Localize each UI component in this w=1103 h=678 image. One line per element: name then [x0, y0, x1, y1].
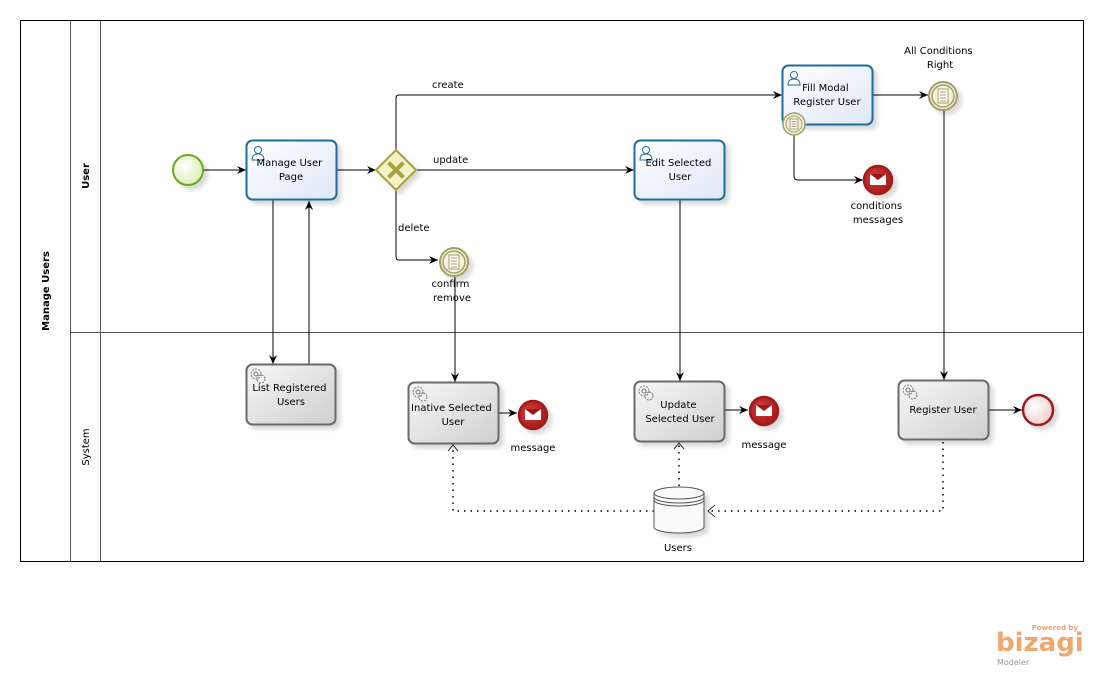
association-arrowheads	[447, 442, 716, 518]
gear-icon	[250, 368, 266, 384]
message-end-event-inative[interactable]	[517, 399, 549, 431]
bizagi-logo: bizagi	[996, 628, 1084, 658]
user-icon	[639, 146, 653, 161]
flow-create[interactable]	[395, 91, 782, 150]
task-update-selected-user[interactable]	[633, 380, 726, 443]
sequence-flows	[204, 91, 1022, 417]
event-label-message: message	[742, 440, 787, 451]
flow-boundary-to-messages[interactable]	[793, 135, 863, 184]
data-associations	[452, 442, 944, 512]
flow-label-update: update	[433, 155, 468, 166]
watermark-product: Modeler	[997, 658, 1030, 667]
task-fill-modal-register-user[interactable]	[781, 64, 874, 126]
gear-icon	[638, 385, 654, 401]
flow-delete[interactable]	[395, 190, 438, 264]
task-inative-selected-user[interactable]	[407, 381, 500, 445]
task-label: Inative Selected User	[411, 403, 495, 428]
bizagi-watermark: Powered by bizagi Modeler	[990, 624, 1090, 672]
intermediate-conditional-event-all-conditions-right[interactable]	[928, 81, 958, 111]
flow-label-create: create	[432, 80, 464, 91]
pool-label: Manage Users	[41, 251, 52, 331]
task-label: Update Selected User	[645, 400, 715, 425]
start-event[interactable]	[172, 154, 204, 186]
envelope-icon	[525, 409, 541, 420]
task-label: Fill Modal Register User	[793, 83, 861, 108]
lane-label-user: User	[81, 163, 92, 189]
message-end-event-update[interactable]	[748, 395, 780, 427]
user-icon	[251, 146, 265, 161]
lane-label-system: System	[81, 428, 92, 465]
event-label-all-conditions-right: All Conditions Right	[904, 46, 976, 71]
flow-label-delete: delete	[398, 223, 430, 234]
task-edit-selected-user[interactable]	[633, 139, 726, 201]
document-icon	[448, 254, 460, 270]
task-manage-user-page[interactable]	[245, 139, 338, 201]
x-icon	[387, 161, 405, 179]
task-label: Edit Selected User	[645, 158, 714, 183]
user-icon	[787, 71, 801, 86]
event-label-confirm-remove: confirm remove	[431, 279, 472, 304]
intermediate-conditional-event-confirm-remove[interactable]	[439, 247, 469, 277]
data-store-users[interactable]	[653, 486, 705, 534]
task-label: Manage User Page	[257, 158, 326, 183]
gear-icon	[412, 386, 428, 402]
message-end-event-conditions[interactable]	[862, 164, 894, 196]
boundary-conditional-event[interactable]	[782, 112, 806, 136]
exclusive-gateway[interactable]	[374, 148, 418, 192]
task-register-user[interactable]	[897, 379, 990, 441]
pool: Manage Users User System	[20, 20, 1084, 562]
data-store-label: Users	[664, 543, 692, 554]
end-event[interactable]	[1021, 393, 1055, 427]
envelope-icon	[756, 405, 772, 416]
watermark-powered-by: Powered by	[1031, 624, 1078, 632]
event-label-conditions-messages: conditions messages	[851, 201, 906, 226]
envelope-icon	[870, 174, 886, 185]
task-list-registered-users[interactable]	[245, 363, 337, 426]
task-label: Register User	[909, 405, 977, 416]
document-icon	[937, 88, 949, 104]
document-icon	[789, 118, 799, 130]
event-label-message: message	[511, 443, 556, 454]
gear-icon	[902, 384, 918, 400]
task-label: List Registered Users	[252, 383, 329, 408]
